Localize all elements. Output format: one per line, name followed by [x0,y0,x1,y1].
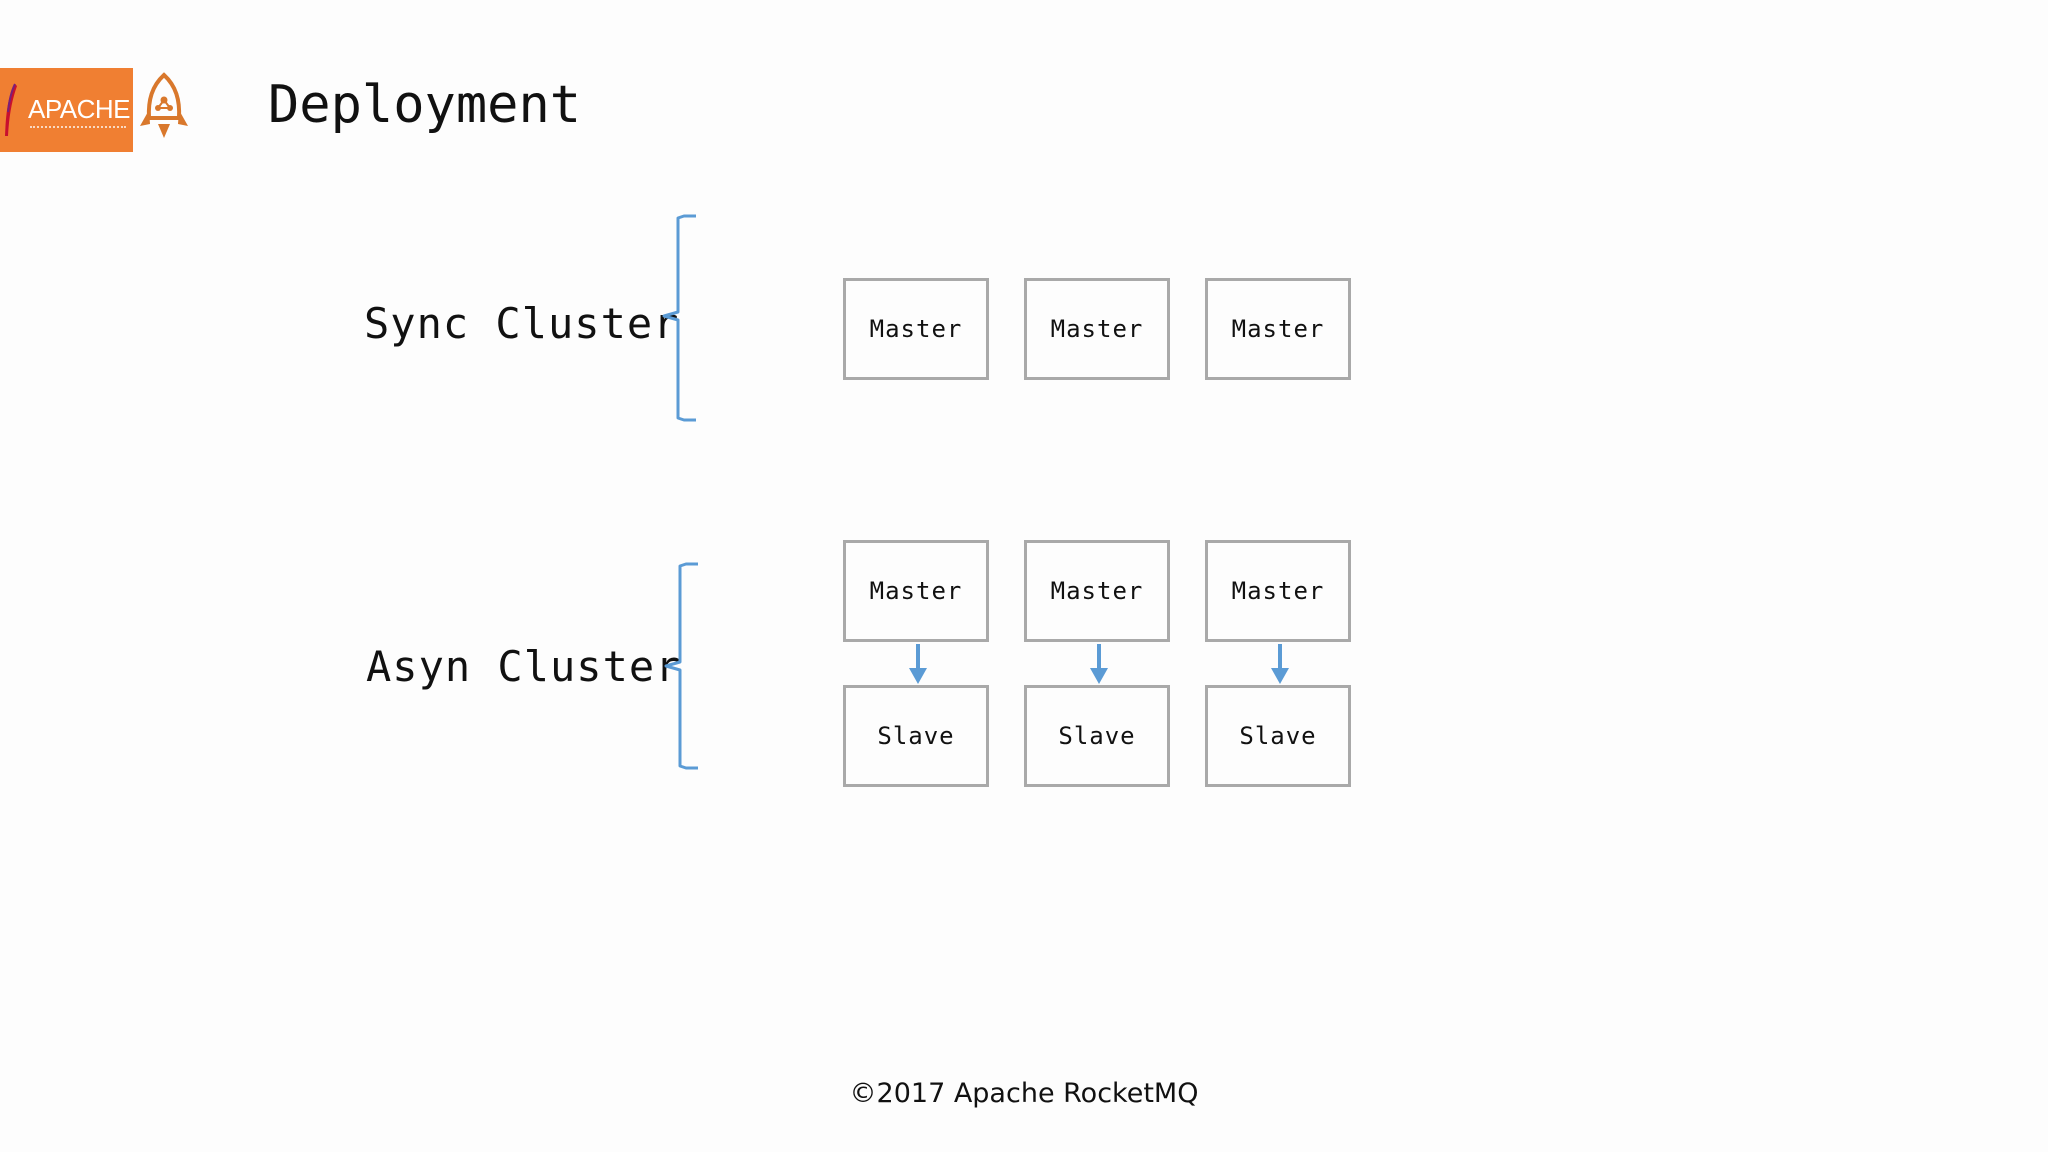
logo-subtitle-line [30,126,126,131]
asyn-cluster-brace [664,562,698,770]
node-label: Master [869,577,963,605]
rocket-icon [140,72,188,138]
sync-master-node: Master [1205,278,1351,380]
slide-title: Deployment [268,75,582,135]
apache-logo: APACHE [0,68,133,152]
node-label: Master [1231,577,1325,605]
asyn-master-node: Master [1205,540,1351,642]
node-label: Slave [877,722,955,750]
sync-cluster-brace [662,214,696,422]
asyn-slave-node: Slave [843,685,989,787]
asyn-cluster-label: Asyn Cluster [366,642,682,691]
node-label: Master [1050,315,1144,343]
feather-icon [5,83,17,136]
sync-cluster-label: Sync Cluster [364,299,680,348]
replication-arrow [909,644,927,684]
apache-logo-text: APACHE [28,94,131,124]
sync-master-node: Master [1024,278,1170,380]
node-label: Master [1231,315,1325,343]
sync-master-node: Master [843,278,989,380]
node-label: Slave [1239,722,1317,750]
node-label: Master [869,315,963,343]
asyn-master-node: Master [843,540,989,642]
replication-arrow [1090,644,1108,684]
asyn-slave-node: Slave [1205,685,1351,787]
copyright-footer: ©2017 Apache RocketMQ [849,1078,1199,1109]
replication-arrow [1271,644,1289,684]
asyn-slave-node: Slave [1024,685,1170,787]
asyn-master-node: Master [1024,540,1170,642]
node-label: Master [1050,577,1144,605]
node-label: Slave [1058,722,1136,750]
